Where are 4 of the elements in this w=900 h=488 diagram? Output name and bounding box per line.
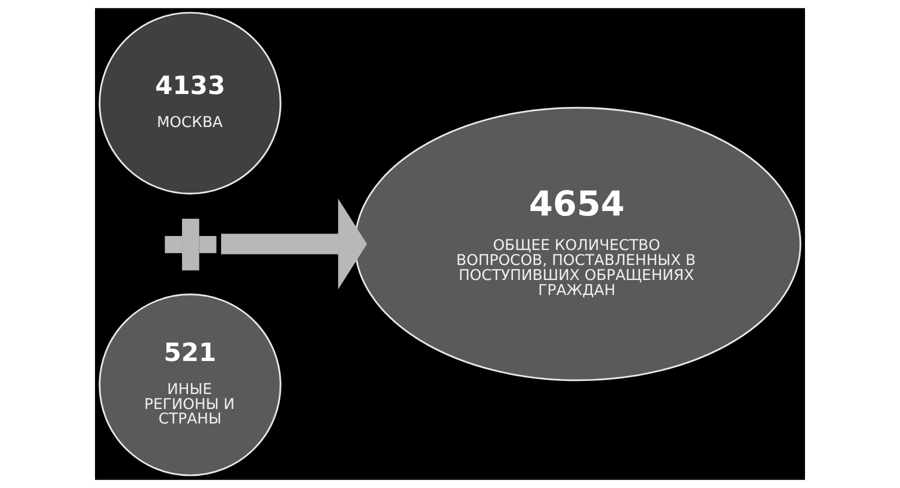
node-circle: 4133 МОСКВА	[98, 12, 282, 194]
node-circle: 521 ИНЫЕ РЕГИОНЫ И СТРАНЫ	[98, 294, 282, 476]
node-ellipse: 4654 ОБЩЕЕ КОЛИЧЕСТВО ВОПРОСОВ, ПОСТАВЛЕННЫХ В ПОСТУПИВШИХ ОБРАЩЕНИЯХ ГРАЖДАН	[354, 106, 802, 382]
arrow	[221, 198, 367, 290]
